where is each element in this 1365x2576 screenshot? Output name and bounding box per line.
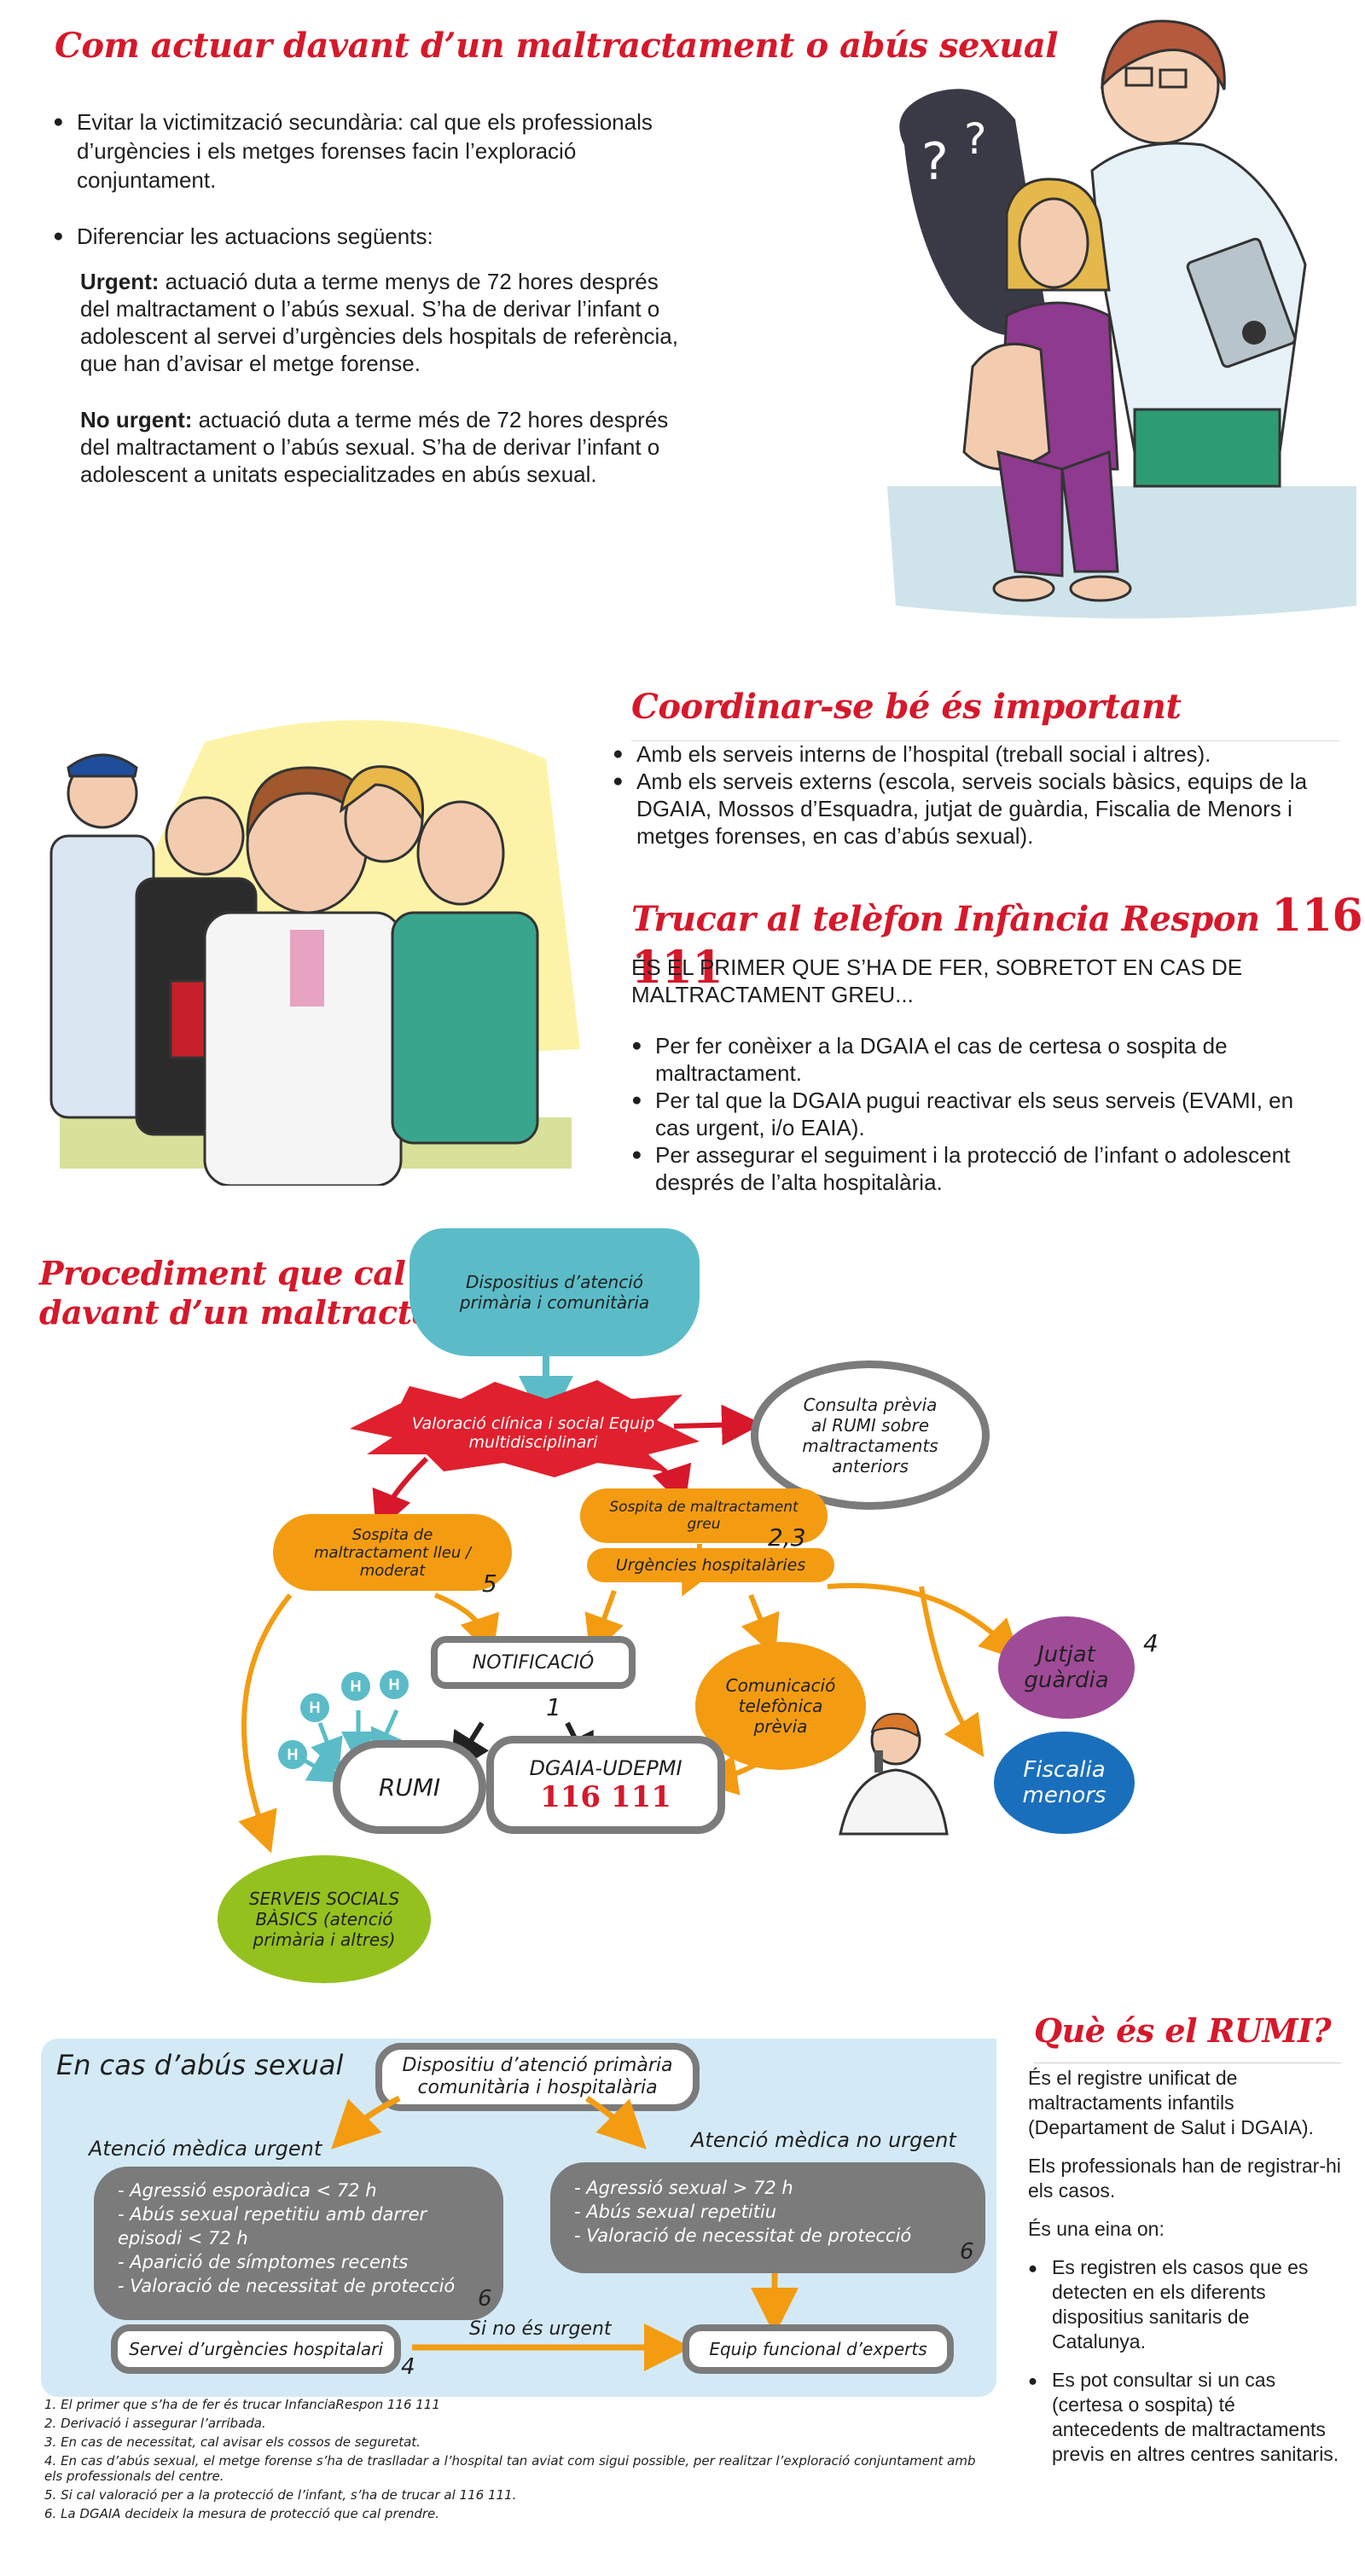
node-notificacio: NOTIFICACIÓ [431, 1636, 636, 1689]
nonurgent-item-2: - Abús sexual repetitiu [574, 2202, 777, 2222]
node-consulta-rumi: Consulta prèvia al RUMI sobre maltractam… [751, 1361, 990, 1510]
nonurgent-item-1: - Agressió sexual > 72 h [574, 2178, 793, 2198]
node-fiscalia-menors: Fiscalia menors [994, 1732, 1135, 1834]
urgent-item-4: - Valoració de necessitat de protecció [118, 2276, 456, 2296]
rumi-text: És el registre unificat de maltractament… [1028, 2066, 1344, 2467]
urgent-item-3: - Aparició de símptomes recents [118, 2252, 409, 2272]
trucar-list: Per fer conèixer a la DGAIA el cas de ce… [631, 1032, 1314, 1196]
coordinar-item-externs: Amb els serveis externs (escola, serveis… [613, 768, 1329, 850]
illustration-professionals [49, 720, 580, 1186]
footnote-2: 2. Derivació i assegurar l’arribada. [44, 2416, 266, 2431]
trucar-item-1: Per fer conèixer a la DGAIA el cas de ce… [631, 1032, 1314, 1087]
urgent-item-1: - Agressió esporàdica < 72 h [118, 2180, 377, 2201]
coordinar-title: Coordinar-se bé és important [631, 687, 1182, 727]
h-icon-3: H [380, 1670, 409, 1699]
urgent-text: actuació duta a terme menys de 72 hores … [80, 269, 678, 376]
nonurgent-item-3: - Valoració de necessitat de protecció [574, 2225, 912, 2246]
footnote-6: 6. La DGAIA decideix la mesura de protec… [44, 2506, 440, 2521]
node-jutjat-guardia: Jutjat guàrdia [998, 1616, 1135, 1719]
coordinar-list: Amb els serveis interns de l’hospital (t… [613, 740, 1329, 850]
svg-text:?: ? [921, 132, 949, 192]
rumi-list: Es registren els casos que es detecten e… [1028, 2255, 1344, 2467]
abus-servei-urgencies: Servei d’urgències hospitalari [111, 2324, 401, 2374]
footnote-marker-1: 1 [546, 1693, 561, 1721]
rumi-item-1: Es registren els casos que es detecten e… [1028, 2255, 1344, 2354]
trucar-item-2: Per tal que la DGAIA pugui reactivar els… [631, 1087, 1314, 1141]
abus-urgent-title: Atenció mèdica urgent [89, 2137, 322, 2161]
svg-text:?: ? [964, 114, 987, 164]
footnote-marker-6-nonurgent: 6 [960, 2239, 974, 2265]
nonurgent-label: No urgent: [80, 407, 193, 432]
abus-nonurgent-box: - Agressió sexual > 72 h - Abús sexual r… [550, 2162, 985, 2273]
section1-bullet-victimitzacio: Evitar la victimització secundària: cal … [53, 107, 684, 194]
footnote-marker-4-abus: 4 [401, 2354, 415, 2380]
footnote-1: 1. El primer que s’ha de fer és trucar I… [44, 2397, 440, 2412]
node-valoracio-clinica: Valoració clínica i social Equip multidi… [411, 1414, 655, 1452]
node-urgencies-hospitalaries: Urgències hospitalàries [587, 1548, 834, 1582]
footnote-marker-6-urgent: 6 [478, 2286, 492, 2312]
node-rumi: RUMI [333, 1740, 486, 1834]
section1-list: Evitar la victimització secundària: cal … [53, 107, 684, 251]
dgaia-number: 116 111 [540, 1779, 671, 1814]
node-dispositius-primaria: Dispositius d’atenció primària i comunit… [410, 1228, 700, 1356]
trucar-title-text: Trucar al telèfon Infància Respon [631, 899, 1260, 939]
section1-bullet-diferenciar: Diferenciar les actuacions següents: [53, 222, 684, 251]
abus-equip-experts: Equip funcional d’experts [682, 2324, 954, 2374]
urgent-item-2: - Abús sexual repetitiu amb darrer episo… [118, 2204, 427, 2248]
urgent-paragraph: Urgent: actuació duta a terme menys de 7… [80, 268, 686, 377]
trucar-title-number: 116 111 [631, 890, 1363, 994]
node-serveis-socials: SERVEIS SOCIALS BÀSICS (atenció primària… [218, 1855, 431, 1983]
rumi-item-2: Es pot consultar si un cas (certesa o so… [1028, 2368, 1344, 2467]
h-icon-1: H [300, 1693, 329, 1722]
footnote-marker-4: 4 [1143, 1629, 1159, 1657]
rumi-p3: És una eina on: [1028, 2218, 1165, 2240]
dgaia-label: DGAIA-UDEPMI [529, 1755, 682, 1780]
footnote-marker-5: 5 [482, 1569, 497, 1598]
footnote-3: 3. En cas de necessitat, cal avisar els … [44, 2434, 421, 2450]
node-sospita-lleu: Sospita de maltractament lleu / moderat [273, 1514, 512, 1591]
footnote-marker-2-3: 2,3 [768, 1523, 806, 1552]
node-comunicacio-telefonica: Comunicació telefònica prèvia [695, 1642, 866, 1770]
rumi-p2: Els professionals han de registrar-hi el… [1028, 2155, 1341, 2202]
trucar-title: Trucar al telèfon Infància Respon 116 11… [631, 890, 1365, 994]
abus-nonurgent-title: Atenció mèdica no urgent [691, 2128, 956, 2152]
abus-si-no-urgent: Si no és urgent [469, 2318, 612, 2340]
rumi-title: Què és el RUMI? [1034, 2011, 1332, 2050]
node-sospita-greu: Sospita de maltractament greu [580, 1488, 828, 1543]
footnote-5: 5. Si cal valoració per a la protecció d… [44, 2487, 517, 2503]
h-icon-4: H [278, 1740, 307, 1769]
nonurgent-text: actuació duta a terme més de 72 hores de… [80, 407, 669, 487]
footnotes-list: 1. El primer que s’ha de fer és trucar I… [44, 2397, 991, 2525]
trucar-item-3: Per assegurar el seguiment i la protecci… [631, 1141, 1314, 1196]
abus-urgent-box: - Agressió esporàdica < 72 h - Abús sexu… [94, 2167, 503, 2320]
section1-title: Com actuar davant d’un maltractament o a… [55, 26, 1058, 66]
illustration-girl-nurse: ? ? [887, 20, 1356, 618]
rumi-p1: És el registre unificat de maltractament… [1028, 2067, 1314, 2138]
footnote-4: 4. En cas d’abús sexual, el metge forens… [44, 2453, 976, 2484]
abus-heading: En cas d’abús sexual [56, 2049, 344, 2081]
h-icon-2: H [341, 1672, 370, 1701]
trucar-intro: ÉS EL PRIMER QUE S’HA DE FER, SOBRETOT E… [631, 954, 1243, 1007]
nonurgent-paragraph: No urgent: actuació duta a terme més de … [80, 406, 686, 488]
urgent-label: Urgent: [80, 269, 160, 294]
coordinar-item-interns: Amb els serveis interns de l’hospital (t… [613, 740, 1329, 768]
node-dgaia-udepmi: DGAIA-UDEPMI 116 111 [486, 1736, 725, 1834]
